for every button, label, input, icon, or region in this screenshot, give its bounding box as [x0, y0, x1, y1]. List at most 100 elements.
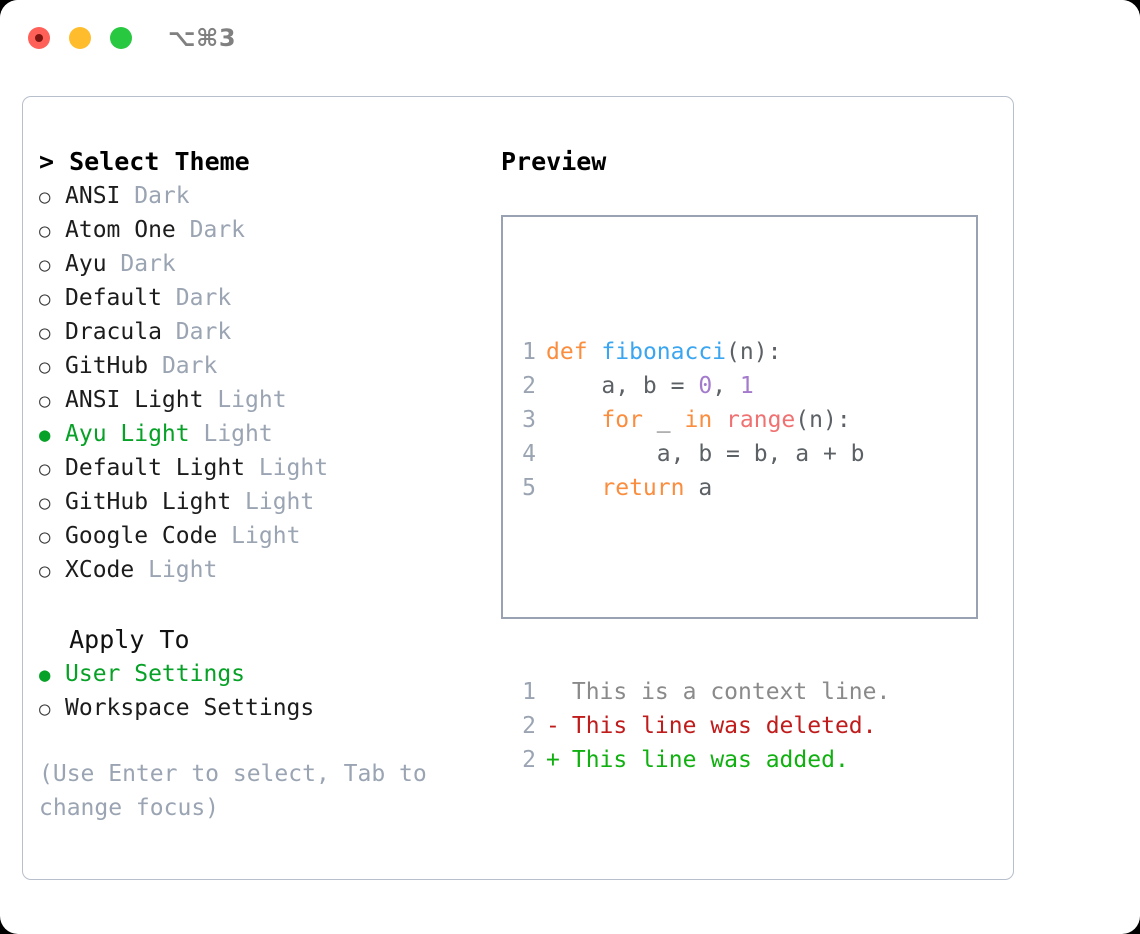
option-variant-tag: Light [203, 387, 287, 413]
line-number: 2 [522, 713, 536, 739]
option-row[interactable]: ○Default Dark [39, 281, 479, 315]
code-token: a, b = b, a + b [546, 441, 865, 467]
option-label: GitHub Light [65, 489, 232, 515]
apply-to-option-list: ● User Settings ○ Workspace Settings [39, 657, 479, 725]
option-variant-tag: Dark [120, 183, 190, 209]
diff-text: - This line was deleted. [546, 713, 877, 739]
radio-unselected-icon[interactable]: ○ [39, 492, 51, 514]
diff-content: This line was deleted. [558, 713, 877, 739]
code-token: a, b = [546, 373, 699, 399]
option-row[interactable]: ○Google Code Light [39, 519, 479, 553]
keyboard-shortcut-label: ⌥⌘3 [168, 24, 237, 52]
theme-option-list: ○ANSI Dark○Atom One Dark○Ayu Dark○Defaul… [39, 179, 479, 587]
radio-unselected-icon[interactable]: ○ [39, 356, 51, 378]
keyboard-hint-text: (Use Enter to select, Tab to change focu… [39, 761, 441, 821]
option-label: GitHub [65, 353, 149, 379]
code-token: return [601, 475, 685, 501]
radio-unselected-icon[interactable]: ○ [39, 322, 51, 344]
diff-sign: + [546, 747, 560, 773]
radio-unselected-icon[interactable]: ○ [39, 560, 51, 582]
option-row[interactable]: ○ XCode Light [39, 553, 479, 587]
diff-sign: - [546, 713, 560, 739]
code-line: 3 for _ in range(n): [520, 403, 890, 437]
option-row[interactable]: ●Ayu Light Light [39, 417, 479, 451]
option-label: User Settings [65, 661, 246, 687]
code-token [588, 339, 602, 365]
diff-text: This is a context line. [546, 679, 891, 705]
option-row[interactable]: ○ Atom One Dark [39, 213, 479, 247]
option-label: Atom One [65, 217, 176, 243]
option-row[interactable]: ○ Workspace Settings [39, 691, 479, 725]
code-token: for [601, 407, 643, 433]
close-button[interactable] [28, 27, 50, 49]
preview-title: Preview [501, 147, 607, 176]
option-label: Workspace Settings [65, 695, 315, 721]
code-token: a [684, 475, 713, 501]
line-number: 2 [522, 373, 536, 399]
option-row[interactable]: ● User Settings [39, 657, 479, 691]
minimize-button[interactable] [69, 27, 91, 49]
option-row[interactable]: ○Dracula Dark [39, 315, 479, 349]
code-token: , [712, 373, 740, 399]
code-token [546, 475, 601, 501]
option-label: ANSI [65, 183, 121, 209]
option-variant-tag: Light [245, 455, 329, 481]
line-number: 5 [522, 475, 536, 501]
option-variant-tag: Light [231, 489, 315, 515]
diff-line: 1 This is a context line. [520, 675, 890, 709]
option-row[interactable]: ○ ANSI Light Light [39, 383, 479, 417]
option-variant-tag: Dark [148, 353, 218, 379]
radio-unselected-icon[interactable]: ○ [39, 288, 51, 310]
option-row[interactable]: ○Ayu Dark [39, 247, 479, 281]
option-variant-tag: Dark [175, 217, 246, 243]
diff-line: 2- This line was deleted. [520, 709, 890, 743]
option-label: XCode [65, 557, 135, 583]
code-token: 1 [739, 373, 754, 399]
theme-picker-panel: > Select Theme ○ANSI Dark○Atom One Dark○… [22, 96, 1014, 880]
code-token: (n): [795, 407, 851, 433]
option-variant-tag: Dark [161, 319, 232, 345]
select-theme-header: > Select Theme [39, 147, 250, 176]
code-line: 4 a, b = b, a + b [520, 437, 890, 471]
radio-unselected-icon[interactable]: ○ [39, 186, 51, 208]
code-token: range [726, 407, 796, 433]
option-row[interactable]: ○ GitHub Dark [39, 349, 479, 383]
radio-unselected-icon[interactable]: ○ [39, 458, 51, 480]
option-row[interactable]: ○ GitHub Light Light [39, 485, 479, 519]
option-variant-tag: Light [217, 523, 301, 549]
radio-unselected-icon[interactable]: ○ [39, 254, 51, 276]
window-controls [28, 27, 132, 49]
radio-unselected-icon[interactable]: ○ [39, 526, 51, 548]
radio-unselected-icon[interactable]: ○ [39, 698, 51, 720]
zoom-button[interactable] [110, 27, 132, 49]
option-variant-tag: Dark [106, 251, 176, 277]
radio-unselected-icon[interactable]: ○ [39, 390, 51, 412]
code-token: _ [642, 407, 685, 433]
option-label: Default Light [65, 455, 246, 481]
diff-text: + This line was added. [546, 747, 849, 773]
option-row[interactable]: ○ ANSI Dark [39, 179, 479, 213]
code-spacer [520, 573, 890, 607]
line-number: 3 [522, 407, 536, 433]
code-line: 5 return a [520, 471, 890, 505]
line-number: 1 [522, 679, 536, 705]
option-row[interactable]: ○ Default Light Light [39, 451, 479, 485]
option-variant-tag: Light [134, 557, 218, 583]
options-column: > Select Theme ○ANSI Dark○Atom One Dark○… [39, 145, 479, 825]
radio-unselected-icon[interactable]: ○ [39, 220, 51, 242]
code-token: in [684, 407, 713, 433]
radio-selected-icon[interactable]: ● [39, 664, 51, 686]
diff-sign [546, 675, 558, 709]
line-number: 2 [522, 747, 536, 773]
title-bar: ⌥⌘3 [0, 0, 1140, 78]
option-label: ANSI Light [65, 387, 204, 413]
radio-selected-icon[interactable]: ● [39, 424, 51, 446]
apply-to-header: Apply To [69, 625, 190, 654]
code-token: fibonacci [601, 339, 727, 365]
code-token: (n): [726, 339, 782, 365]
